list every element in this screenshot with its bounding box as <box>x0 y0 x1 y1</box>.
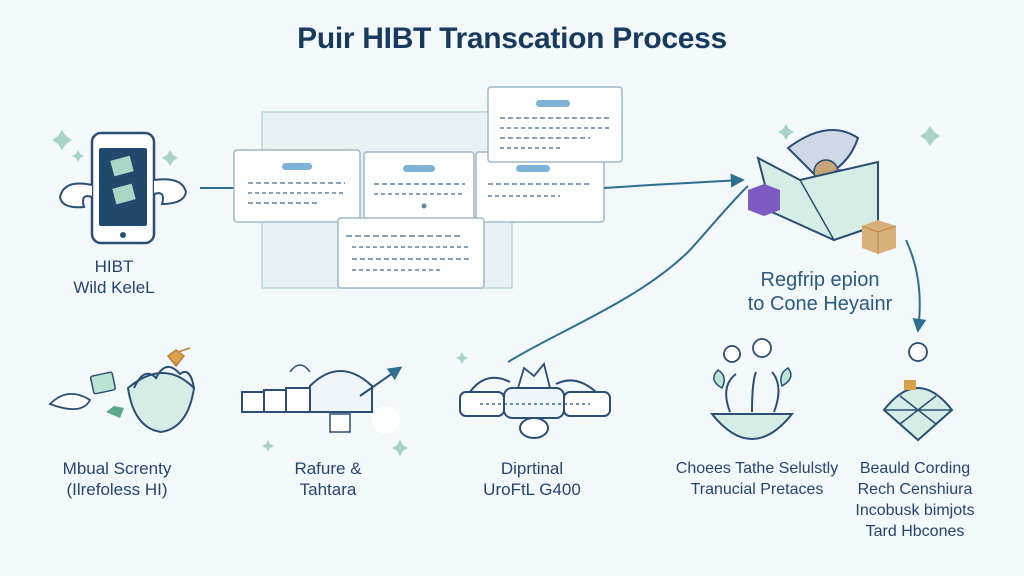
label-destination: Regfrip epion to Cone Heyainr <box>747 269 893 315</box>
info-card <box>487 86 623 163</box>
shield-icon <box>882 342 954 442</box>
bowl-icon <box>48 347 196 434</box>
sparkle-icon <box>52 124 940 456</box>
flow-arrow <box>507 185 749 363</box>
info-card <box>233 149 361 223</box>
network-icon <box>459 362 611 439</box>
flow-arrow <box>603 173 745 189</box>
label-choose: Choees Tathe Selulstly Tranucial Pretace… <box>675 460 839 498</box>
label-wallet: HIBT Wild KeleL <box>73 257 155 297</box>
label-mutual-security: Mbual Screnty (Ilrefoless HI) <box>62 459 172 499</box>
label-digital: Diprtinal UroFtL G400 <box>483 459 581 499</box>
box-icon <box>748 129 897 254</box>
cards-icon <box>233 86 623 289</box>
label-rafure: Rafure & Tahtara <box>294 459 362 499</box>
info-card <box>337 217 485 289</box>
info-card <box>363 151 475 223</box>
label-beauld: Beauld Cording Rech Censhiura Incobusk b… <box>855 460 975 540</box>
flow-arrow <box>905 239 927 333</box>
coins-icon <box>709 338 795 440</box>
chart-icon <box>241 364 403 434</box>
phone-icon <box>58 131 188 245</box>
diagram-title: Puir HIBT Transcation Process <box>297 22 727 55</box>
